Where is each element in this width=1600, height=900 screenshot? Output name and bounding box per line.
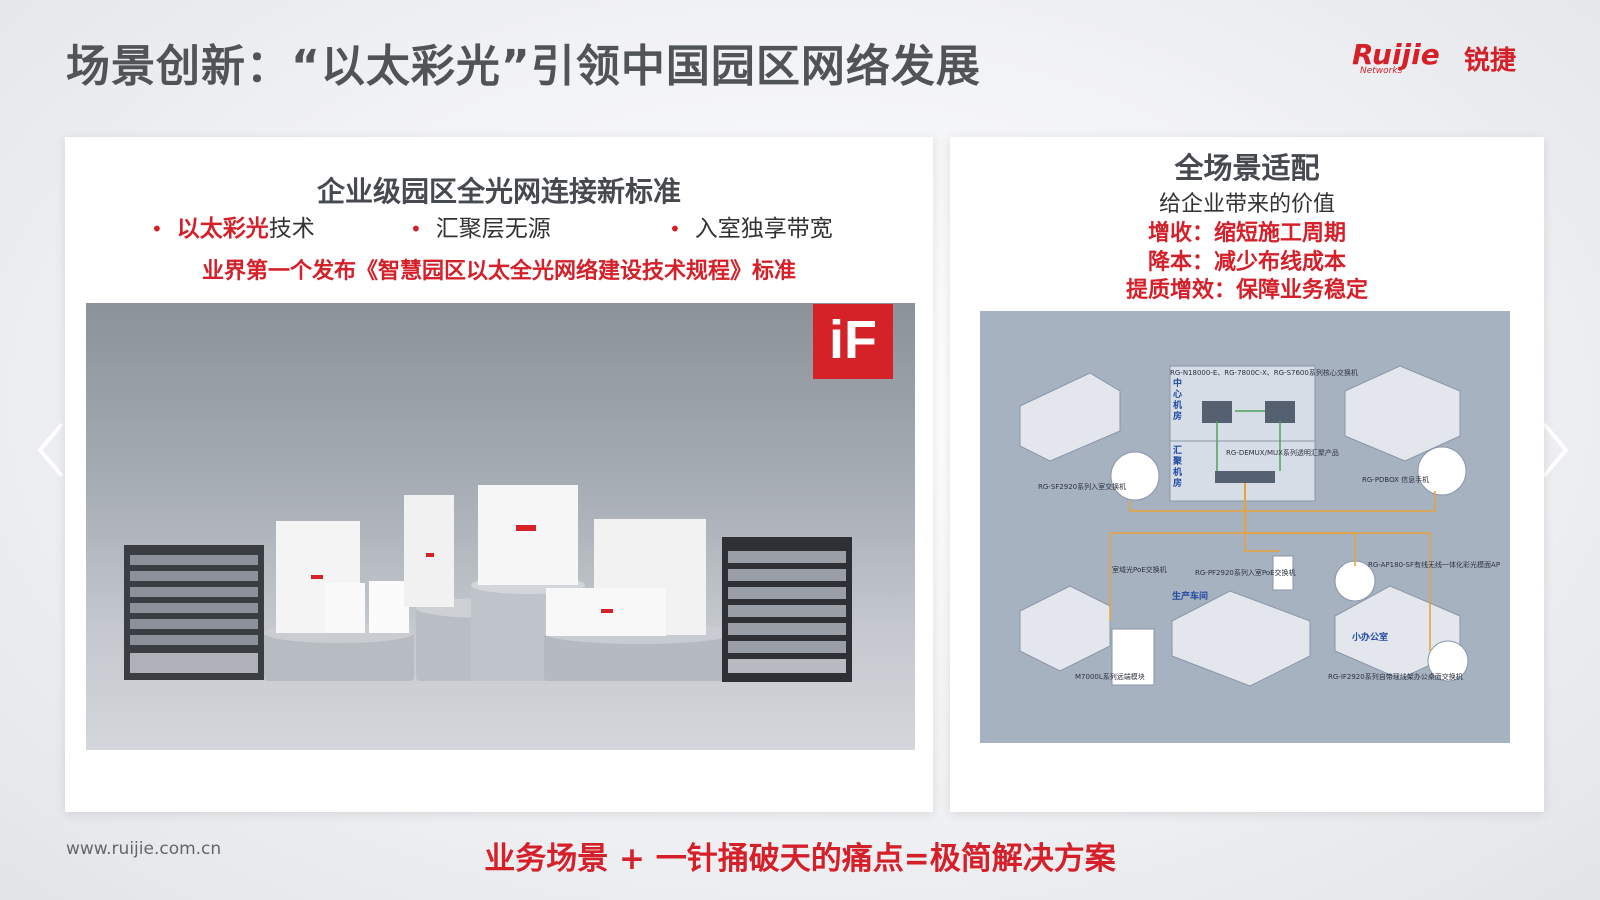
decorative-left-chevron-icon [37, 422, 64, 478]
sf2920-label: RG-SF2920系列入室交换机 [1038, 483, 1127, 491]
product-lineup-illustration [124, 485, 852, 682]
decorative-right-chevron-icon [1542, 422, 1569, 478]
topology-lines [1019, 365, 1469, 687]
m7000l-label: M7000L系列远端模块 [1075, 673, 1145, 681]
pf2920-label: RG-PF2920系列入室PoE交换机 [1195, 569, 1296, 577]
feature-item: • 以太彩光技术 [151, 209, 315, 243]
feature-text: 技术 [268, 216, 315, 242]
slogan: 业务场景 + 一针捅破天的痛点=极简解决方案 [484, 841, 1116, 877]
core-devices-label: RG-N18000-E、RG-7800C-X、RG-S7600系列核心交换机 [1170, 369, 1358, 377]
ap180-label: RG-AP180-SF有线无线一体化彩光模面AP [1368, 561, 1501, 569]
right-panel-subtitle: 给企业带来的价值 [1158, 192, 1335, 217]
ruijie-logo: Ruijie Networks 锐捷 [1352, 38, 1542, 78]
value-item: 增收：缩短施工周期 [1147, 221, 1346, 246]
if-award-badge: iF [813, 304, 893, 379]
feature-item: • 汇聚层无源 [410, 209, 551, 243]
aggregation-room-label: 汇聚机房 [1173, 446, 1183, 489]
left-panel-title: 企业级园区全光网连接新标准 [316, 175, 681, 208]
pdbox-label: RG-PDBOX 信息手机 [1362, 476, 1430, 484]
logo-subtext: Networks [1360, 66, 1403, 76]
bullet-icon: • [410, 217, 422, 241]
product-family-photo: iF [86, 303, 915, 750]
slide-title: 场景创新：“以太彩光”引领中国园区网络发展 [66, 41, 981, 92]
feature-text: 入室独享带宽 [694, 216, 833, 242]
value-item: 提质增效：保障业务稳定 [1125, 278, 1368, 303]
product-standard-panel: 企业级园区全光网连接新标准 • 以太彩光技术 • 汇聚层无源 • 入室独享带宽 业界第… [65, 137, 933, 812]
if2920-label: RG-IF2920系列自带理线架办公桌面交换机 [1328, 673, 1463, 681]
poe-switch-label: 室域光PoE交换机 [1112, 566, 1167, 574]
feature-highlight: 以太彩光 [176, 216, 269, 242]
logo-chinese: 锐捷 [1464, 46, 1517, 76]
value-item: 降本：减少布线成本 [1147, 250, 1346, 275]
feature-text: 汇聚层无源 [435, 216, 551, 242]
right-panel-title: 全场景适配 [1174, 151, 1320, 185]
value-panel: 全场景适配 给企业带来的价值 增收：缩短施工周期 降本：减少布线成本 提质增效：… [950, 137, 1544, 812]
production-workshop-label: 生产车间 [1172, 592, 1209, 602]
bullet-icon: • [669, 217, 681, 241]
network-topology-diagram: RG-N18000-E、RG-7800C-X、RG-S7600系列核心交换机 中… [980, 311, 1510, 743]
website-url: www.ruijie.com.cn [66, 839, 222, 859]
center-room-label: 中心机房 [1173, 379, 1183, 422]
standard-note: 业界第一个发布《智慧园区以太全光网络建设技术规程》标准 [201, 259, 796, 284]
mux-label: RG-DEMUX/MUX系列透明汇聚产品 [1226, 449, 1339, 457]
bullet-icon: • [151, 217, 163, 241]
logo-wordmark: Ruijie [1352, 38, 1440, 71]
feature-item: • 入室独享带宽 [669, 209, 833, 243]
office-label: 小办公室 [1352, 633, 1389, 643]
